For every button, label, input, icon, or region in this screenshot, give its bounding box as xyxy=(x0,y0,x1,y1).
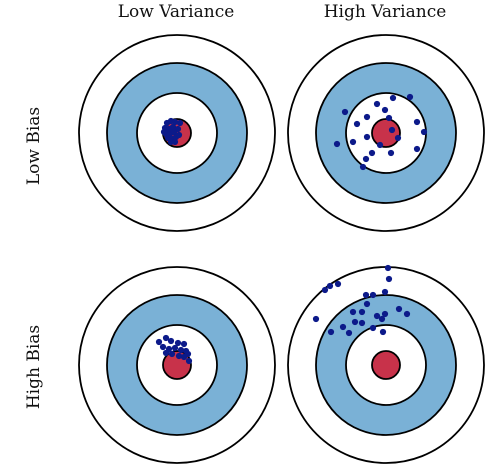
shot-point xyxy=(353,120,361,128)
shot-point xyxy=(351,318,359,326)
shot-point xyxy=(385,114,393,122)
shot-point xyxy=(394,134,402,142)
shot-point xyxy=(159,343,167,351)
shot-point xyxy=(389,94,397,102)
shot-point xyxy=(381,310,389,318)
shot-point xyxy=(312,315,320,323)
shot-point xyxy=(326,282,334,290)
shot-point xyxy=(171,118,179,126)
shot-point xyxy=(155,338,163,346)
shot-point xyxy=(170,128,178,136)
shot-point xyxy=(368,149,376,157)
shot-point xyxy=(175,352,183,360)
target-high-bias-high-variance xyxy=(287,264,485,464)
target-high-bias-low-variance xyxy=(78,266,276,464)
shot-point xyxy=(333,140,341,148)
target-low-bias-high-variance xyxy=(287,34,485,232)
shot-point xyxy=(359,163,367,171)
shot-point xyxy=(180,340,188,348)
shot-point xyxy=(378,315,386,323)
shot-point xyxy=(388,126,396,134)
shot-point xyxy=(185,357,193,365)
shot-point xyxy=(176,119,184,127)
shot-point xyxy=(362,155,370,163)
shot-point xyxy=(177,346,185,354)
shot-point xyxy=(339,323,347,331)
shot-point xyxy=(379,328,387,336)
shot-point xyxy=(384,264,392,272)
shot-point xyxy=(341,108,349,116)
shot-point xyxy=(162,334,170,342)
shot-point xyxy=(403,310,411,318)
shot-point xyxy=(349,138,357,146)
shot-point xyxy=(376,141,384,149)
shot-point xyxy=(381,288,389,296)
shot-point xyxy=(358,319,366,327)
shot-point xyxy=(363,113,371,121)
shot-point xyxy=(334,280,342,288)
shot-point xyxy=(381,106,389,114)
shot-point xyxy=(321,286,329,294)
shot-point xyxy=(162,349,170,357)
shot-point xyxy=(406,93,414,101)
column-label-high-variance: High Variance xyxy=(323,2,447,22)
shot-point xyxy=(184,350,192,358)
shot-point xyxy=(373,100,381,108)
shot-point xyxy=(387,149,395,157)
shot-point xyxy=(168,350,176,358)
shot-point xyxy=(362,291,370,299)
shot-point xyxy=(373,312,381,320)
shot-point xyxy=(395,305,403,313)
shot-point xyxy=(413,145,421,153)
shot-point xyxy=(174,339,182,347)
shot-point xyxy=(171,344,179,352)
shot-point xyxy=(413,118,421,126)
shot-point xyxy=(345,329,353,337)
shot-point xyxy=(363,300,371,308)
bullseye xyxy=(371,118,401,148)
shot-point xyxy=(175,131,183,139)
column-label-low-variance: Low Variance xyxy=(117,2,235,22)
shot-point xyxy=(385,275,393,283)
shot-point xyxy=(358,308,366,316)
shot-point xyxy=(349,308,357,316)
shot-point xyxy=(167,337,175,345)
shot-point xyxy=(369,324,377,332)
target-low-bias-low-variance xyxy=(78,34,276,232)
shot-point xyxy=(171,138,179,146)
bullseye xyxy=(371,350,401,380)
shot-point xyxy=(327,328,335,336)
shot-point xyxy=(169,123,177,131)
shot-point xyxy=(420,128,428,136)
shot-point xyxy=(369,291,377,299)
shot-point xyxy=(160,128,168,136)
shot-point xyxy=(363,133,371,141)
